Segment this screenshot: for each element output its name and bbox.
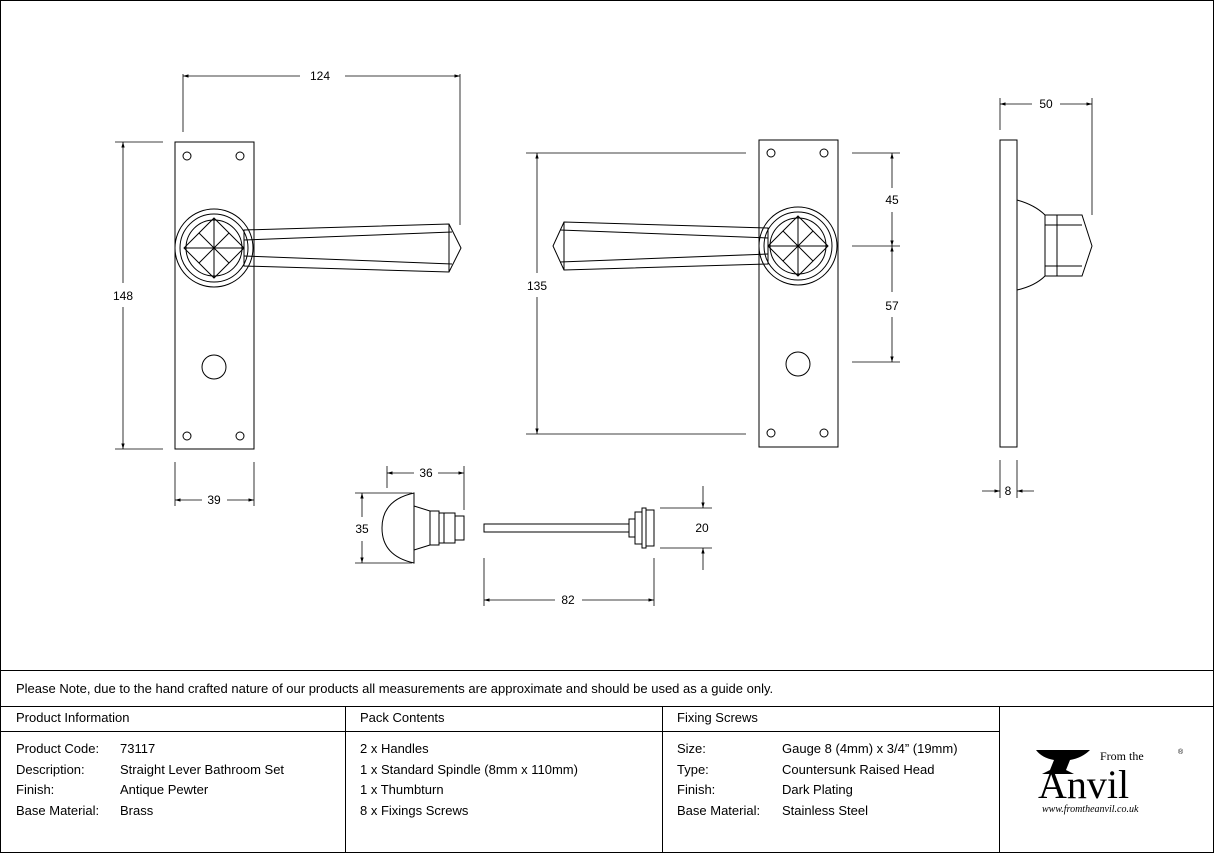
spindle-side-view: [483, 507, 655, 549]
dim-82: 82: [561, 593, 575, 607]
screw-finish-value: Dark Plating: [782, 782, 853, 797]
product-code-label: Product Code:: [16, 741, 100, 756]
dim-20: 20: [695, 521, 709, 535]
dim-124: 124: [310, 69, 330, 83]
column-divider-1: [345, 706, 346, 853]
dim-50: 50: [1039, 97, 1053, 111]
right-handle-front-view: [552, 139, 839, 448]
base-material-label: Base Material:: [16, 803, 100, 818]
dimension-lines: [115, 74, 1093, 606]
technical-drawing: 124 148 39 135 45 57 50 8 36 35 20 82: [113, 69, 1093, 607]
screw-size-value: Gauge 8 (4mm) x 3/4” (19mm): [782, 741, 958, 756]
screw-type-value: Countersunk Raised Head: [782, 762, 935, 777]
logo-anvil-wordmark: Anvil: [1038, 762, 1129, 807]
description-label: Description:: [16, 762, 85, 777]
screw-size-label: Size:: [677, 741, 706, 756]
header-bottom-border: [0, 731, 999, 732]
dim-35: 35: [355, 522, 369, 536]
screw-material-label: Base Material:: [677, 803, 761, 818]
product-information-title: Product Information: [16, 710, 130, 725]
thumbturn-side-view: [381, 492, 465, 564]
dim-8: 8: [1005, 484, 1012, 498]
column-divider-2: [662, 706, 663, 853]
column-divider-3: [999, 706, 1000, 853]
logo-url: www.fromtheanvil.co.uk: [1042, 804, 1139, 815]
from-the-anvil-logo: From the ® Anvil www.fromtheanvil.co.uk: [1036, 748, 1184, 815]
pack-item: 8 x Fixings Screws: [360, 803, 469, 818]
dim-135: 135: [527, 279, 547, 293]
approximation-note: Please Note, due to the hand crafted nat…: [16, 681, 774, 696]
left-handle-front-view: [174, 141, 462, 450]
finish-value: Antique Pewter: [120, 782, 209, 797]
base-material-value: Brass: [120, 803, 154, 818]
pack-item: 2 x Handles: [360, 741, 429, 756]
logo-registered: ®: [1178, 748, 1184, 756]
pack-item: 1 x Standard Spindle (8mm x 110mm): [360, 762, 578, 777]
anvil-icon: [1036, 750, 1090, 774]
dim-39: 39: [207, 493, 221, 507]
screw-finish-label: Finish:: [677, 782, 716, 797]
pack-contents-title: Pack Contents: [360, 710, 445, 725]
dim-36: 36: [419, 466, 433, 480]
dim-45: 45: [885, 193, 899, 207]
dim-148: 148: [113, 289, 133, 303]
note-top-border: [0, 670, 1214, 671]
fixing-screws-title: Fixing Screws: [677, 710, 758, 725]
screw-type-label: Type:: [677, 762, 709, 777]
dim-57: 57: [885, 299, 899, 313]
screw-material-value: Stainless Steel: [782, 803, 868, 818]
header-top-border: [0, 706, 1214, 707]
product-code-value: 73117: [120, 741, 156, 756]
logo-from-the: From the: [1100, 749, 1144, 763]
finish-label: Finish:: [16, 782, 55, 797]
description-value: Straight Lever Bathroom Set: [120, 762, 285, 777]
pack-item: 1 x Thumbturn: [360, 782, 444, 797]
side-view: [999, 139, 1093, 448]
